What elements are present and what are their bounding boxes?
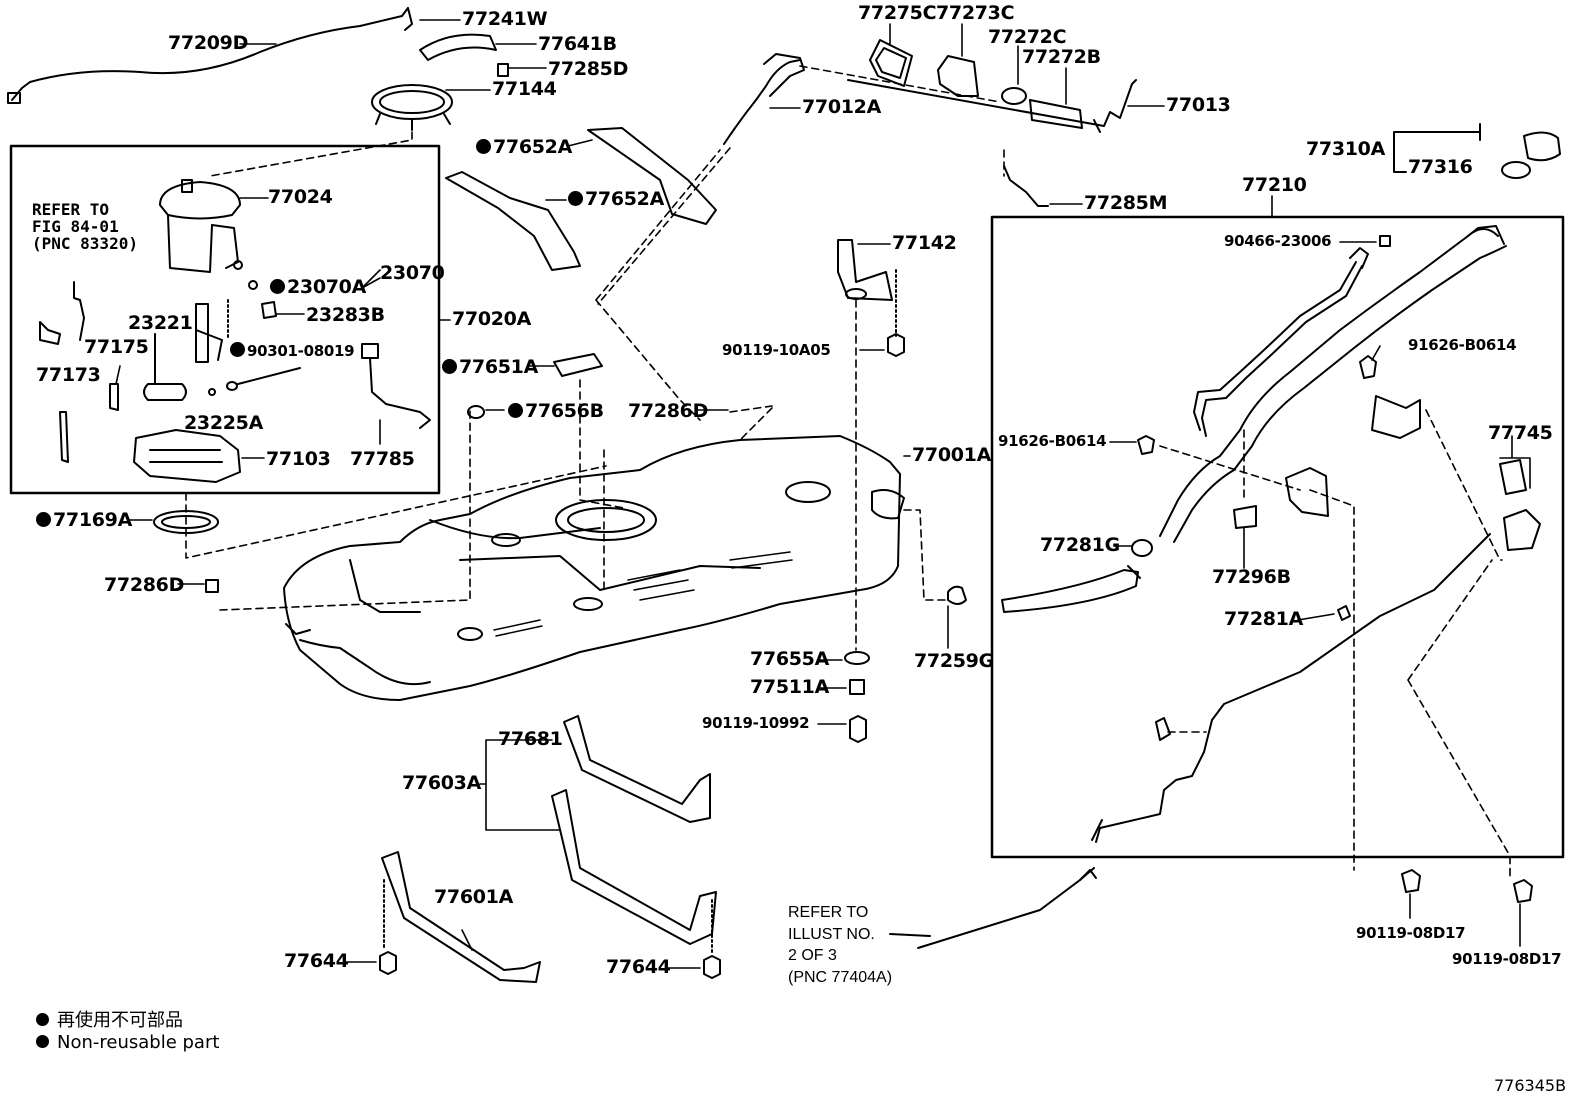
label-77285D: 77285D xyxy=(548,58,629,80)
label-77745: 77745 xyxy=(1488,422,1553,444)
label-77655A: 77655A xyxy=(750,648,830,670)
pump-housing-77103 xyxy=(133,429,241,483)
label-23070A: 23070A xyxy=(270,278,366,297)
figure-code: 776345B xyxy=(1494,1076,1567,1095)
strap-77603A xyxy=(551,789,717,945)
filler-pipe-77210 xyxy=(1159,228,1499,537)
label-77651A: 77651A xyxy=(442,358,538,377)
label-77296B: 77296B xyxy=(1212,566,1291,588)
label-23225A: 23225A xyxy=(184,412,264,434)
pump-module-77024 xyxy=(159,181,241,220)
label-77785: 77785 xyxy=(350,448,415,470)
label-90301-08019: 90301-08019 xyxy=(230,342,355,359)
clip-77285D xyxy=(497,63,509,77)
label-77281A: 77281A xyxy=(1224,608,1304,630)
strap-77681 xyxy=(563,715,711,823)
refer-illust-line-3: 2 OF 3 xyxy=(788,947,837,965)
label-77020A: 77020A xyxy=(452,308,532,330)
label-90119-08D17-a: 90119-08D17 xyxy=(1356,924,1466,942)
label-23221: 23221 xyxy=(128,312,193,334)
label-77310A: 77310A xyxy=(1306,138,1386,160)
label-77285M: 77285M xyxy=(1084,192,1168,214)
label-77603A: 77603A xyxy=(402,772,482,794)
label-77656B: 77656B xyxy=(508,402,604,421)
legend-non-reusable-en: Non-reusable part xyxy=(36,1032,219,1053)
bracket-77142 xyxy=(837,239,893,301)
label-77644-left: 77644 xyxy=(284,950,349,972)
inlet-hose-77012A xyxy=(723,59,801,145)
label-91626-B0614-left: 91626-B0614 xyxy=(998,432,1107,450)
refer-illust-line-2: ILLUST NO. xyxy=(788,925,875,943)
fuel-cap-77310A xyxy=(1523,131,1561,162)
label-90119-10992: 90119-10992 xyxy=(702,714,810,732)
label-77641B: 77641B xyxy=(538,33,617,55)
refer-illust-line-1: REFER TO xyxy=(788,904,869,921)
label-77281G: 77281G xyxy=(1040,534,1120,556)
legend-non-reusable-jp: 再使用不可部品 xyxy=(36,1006,183,1032)
strap-77601A xyxy=(381,851,541,983)
filler-pipe-box xyxy=(990,215,1565,859)
strap-77652A-lower xyxy=(445,171,581,271)
label-77275C: 77275C xyxy=(858,2,937,24)
strap-77652A-upper xyxy=(587,127,717,225)
label-77169A: 77169A xyxy=(36,511,132,530)
label-77209D: 77209D xyxy=(168,32,249,54)
label-77012A: 77012A xyxy=(802,96,882,118)
vent-tube-77013 xyxy=(847,79,1137,127)
refer-fig-line-1: REFER TO xyxy=(32,200,110,219)
refer-fig-line-2: FIG 84-01 xyxy=(32,216,119,236)
label-77652A-top: 77652A xyxy=(476,138,572,157)
label-77316: 77316 xyxy=(1408,156,1473,178)
label-77142: 77142 xyxy=(892,232,957,254)
cover-77641B xyxy=(419,33,497,61)
label-77601A: 77601A xyxy=(434,886,514,908)
label-90466-23006: 90466-23006 xyxy=(1224,232,1332,250)
refer-fig-line-3: (PNC 83320) xyxy=(32,233,138,253)
wire-harness-77209D xyxy=(11,7,409,101)
label-77144: 77144 xyxy=(492,78,557,100)
label-77272C: 77272C xyxy=(988,26,1067,48)
fuel-pump-23221 xyxy=(143,383,187,401)
evap-tube xyxy=(1095,533,1491,843)
label-90119-10A05: 90119-10A05 xyxy=(722,341,831,359)
label-77259G: 77259G xyxy=(914,650,994,672)
label-77511A: 77511A xyxy=(750,676,830,698)
label-77210: 77210 xyxy=(1242,174,1307,196)
label-23283B: 23283B xyxy=(306,304,385,326)
label-77286D-mid: 77286D xyxy=(628,400,709,422)
label-77175: 77175 xyxy=(84,336,149,358)
label-77241W: 77241W xyxy=(462,8,548,30)
label-77013: 77013 xyxy=(1166,94,1231,116)
pump-assembly-box xyxy=(9,144,441,495)
label-77103: 77103 xyxy=(266,448,331,470)
label-23070: 23070 xyxy=(380,262,445,284)
label-77173: 77173 xyxy=(36,364,101,386)
refer-illust-line-4: (PNC 77404A) xyxy=(788,968,893,986)
label-91626-B0614-right: 91626-B0614 xyxy=(1408,336,1517,354)
label-77681: 77681 xyxy=(498,728,563,750)
label-77644-right: 77644 xyxy=(606,956,671,978)
refer-illust-note: REFER TO ILLUST NO. 2 OF 3 (PNC 77404A) xyxy=(788,902,892,988)
label-77273C: 77273C xyxy=(936,2,1015,24)
label-77001A: 77001A xyxy=(912,444,992,466)
refer-fig-note: REFER TO FIG 84-01 (PNC 83320) xyxy=(32,200,138,253)
label-77272B: 77272B xyxy=(1022,46,1101,68)
label-77286D-left: 77286D xyxy=(104,574,185,596)
label-90119-08D17-b: 90119-08D17 xyxy=(1452,950,1562,968)
label-77024: 77024 xyxy=(268,186,333,208)
breather-line xyxy=(1193,261,1357,431)
label-77652A-mid: 77652A xyxy=(568,190,664,209)
